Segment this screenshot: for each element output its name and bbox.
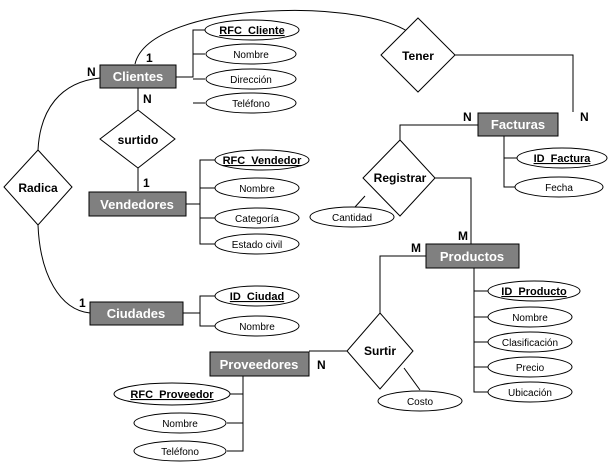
line-productos-attributes (473, 268, 488, 393)
relationship-tener-label: Tener (402, 49, 434, 63)
relationship-tener[interactable]: Tener (380, 17, 456, 93)
attribute-pro-precio[interactable]: Precio (487, 356, 573, 378)
line-proveedores-attributes (227, 376, 244, 452)
attribute-fac-fecha[interactable]: Fecha (514, 176, 604, 198)
attribute-ciu-nombre[interactable]: Nombre (214, 315, 300, 337)
attribute-fac-fecha-label: Fecha (545, 183, 573, 194)
line-vendedores-attributes (186, 159, 215, 245)
relationship-surtir[interactable]: Surtir (346, 312, 414, 390)
line-clientes-radica (37, 77, 101, 151)
attribute-cantidad-label: Cantidad (332, 213, 372, 224)
line-registrar-productos (435, 177, 472, 244)
relationship-registrar[interactable]: Registrar (362, 139, 436, 217)
attribute-ven-nombre[interactable]: Nombre (214, 177, 300, 199)
attribute-pro-precio-label: Precio (516, 363, 545, 374)
entity-proveedores[interactable]: Proveedores (209, 351, 310, 377)
attribute-ven-estado-civil-label: Estado civil (232, 240, 283, 251)
attribute-rfc-proveedor-label: RFC_Proveedor (130, 389, 214, 401)
attribute-ven-estado-civil[interactable]: Estado civil (214, 233, 300, 255)
entity-vendedores[interactable]: Vendedores (88, 191, 187, 217)
line-facturas-registrar (399, 124, 478, 140)
attribute-cli-direccion-label: Dirección (230, 75, 272, 86)
relationship-surtido-label: surtido (118, 133, 159, 147)
attribute-rfc-proveedor[interactable]: RFC_Proveedor (113, 382, 231, 406)
attribute-rfc-cliente[interactable]: RFC_Cliente (204, 19, 300, 41)
attribute-id-ciudad-label: ID_Ciudad (230, 291, 284, 303)
attribute-prv-nombre-label: Nombre (162, 419, 198, 430)
relationship-registrar-label: Registrar (374, 171, 427, 185)
attribute-id-factura[interactable]: ID_Factura (516, 147, 608, 169)
relationship-surtido[interactable]: surtido (99, 109, 176, 169)
attribute-rfc-vendedor-label: RFC_Vendedor (223, 155, 303, 167)
entity-productos-label: Productos (440, 249, 504, 264)
cardinality-vendedores-surtido: 1 (143, 176, 150, 190)
line-surtir-costo (403, 367, 421, 391)
attribute-id-producto-label: ID_Producto (501, 286, 567, 298)
cardinality-productos-registrar: M (458, 229, 468, 243)
attribute-prv-telefono[interactable]: Teléfono (133, 440, 227, 462)
attribute-ven-nombre-label: Nombre (239, 184, 275, 195)
attribute-costo[interactable]: Costo (377, 390, 463, 412)
line-clientes-tener (134, 9, 419, 65)
attribute-rfc-vendedor[interactable]: RFC_Vendedor (214, 149, 310, 171)
attribute-cli-telefono-label: Teléfono (232, 99, 270, 110)
line-productos-surtir (379, 255, 426, 313)
entity-facturas[interactable]: Facturas (477, 112, 559, 137)
attribute-cantidad[interactable]: Cantidad (309, 206, 395, 228)
line-registrar-cantidad (354, 195, 366, 208)
attribute-pro-nombre-label: Nombre (512, 313, 548, 324)
attribute-pro-clasificacion[interactable]: Clasificación (487, 331, 573, 353)
entity-facturas-label: Facturas (491, 117, 545, 132)
relationship-radica-label: Radica (18, 181, 58, 195)
attribute-rfc-cliente-label: RFC_Cliente (219, 25, 284, 37)
attribute-ven-categoria-label: Categoría (235, 214, 279, 225)
attribute-id-producto[interactable]: ID_Producto (487, 280, 581, 302)
cardinality-clientes-surtido: N (143, 92, 152, 106)
entity-clientes-label: Clientes (113, 69, 164, 84)
attribute-pro-clasificacion-label: Clasificación (502, 338, 558, 349)
attribute-pro-nombre[interactable]: Nombre (487, 306, 573, 328)
cardinality-clientes-tener: 1 (146, 51, 153, 65)
entity-vendedores-label: Vendedores (100, 197, 174, 212)
attribute-ciu-nombre-label: Nombre (239, 322, 275, 333)
attribute-id-factura-label: ID_Factura (534, 153, 592, 165)
cardinality-labels: 1 N N 1 1 N N M M N (79, 51, 589, 372)
entity-proveedores-label: Proveedores (220, 357, 299, 372)
entity-productos[interactable]: Productos (425, 243, 520, 269)
cardinality-productos-surtir: M (411, 241, 421, 255)
cardinality-clientes-radica: N (87, 65, 96, 79)
attribute-pro-ubicacion[interactable]: Ubicación (487, 381, 573, 403)
attribute-pro-ubicacion-label: Ubicación (508, 388, 552, 399)
cardinality-facturas-tener: N (580, 110, 589, 124)
attribute-cli-nombre[interactable]: Nombre (205, 43, 297, 65)
entity-ciudades-label: Ciudades (107, 306, 166, 321)
line-tener-facturas (455, 54, 574, 112)
attribute-prv-nombre[interactable]: Nombre (133, 412, 227, 434)
line-ciudades-attributes (183, 295, 215, 327)
relationship-radica[interactable]: Radica (3, 149, 73, 226)
attribute-cli-direccion[interactable]: Dirección (205, 68, 297, 90)
cardinality-ciudades-radica: 1 (79, 296, 86, 310)
cardinality-facturas-registrar: N (463, 110, 472, 124)
cardinality-proveedores-surtir: N (317, 358, 326, 372)
attribute-cli-nombre-label: Nombre (233, 50, 269, 61)
attribute-prv-telefono-label: Teléfono (161, 447, 199, 458)
line-radica-ciudades (37, 224, 91, 314)
line-facturas-attributes (503, 136, 517, 188)
attribute-costo-label: Costo (407, 397, 434, 408)
attribute-cli-telefono[interactable]: Teléfono (205, 92, 297, 114)
relationship-lines (37, 9, 574, 452)
attribute-ven-categoria[interactable]: Categoría (214, 207, 300, 229)
line-clientes-attributes (176, 29, 205, 104)
entity-ciudades[interactable]: Ciudades (89, 301, 184, 326)
attribute-id-ciudad[interactable]: ID_Ciudad (214, 285, 300, 307)
entity-clientes[interactable]: Clientes (99, 64, 177, 89)
relationship-surtir-label: Surtir (364, 344, 396, 358)
